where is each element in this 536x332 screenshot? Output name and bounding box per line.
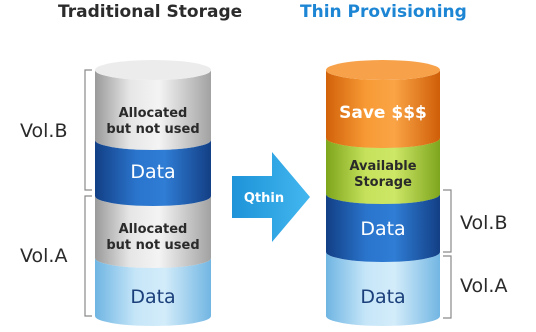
thin-vol-b-label: Vol.B bbox=[460, 212, 508, 234]
thin-vol-a-label: Vol.A bbox=[460, 275, 507, 297]
thin-vol-a-bracket bbox=[443, 255, 452, 319]
traditional-vol-a-bracket bbox=[84, 195, 92, 317]
traditional-data-label-b: Data bbox=[130, 161, 175, 183]
traditional-unused-label-b-line: Allocated bbox=[119, 106, 188, 121]
traditional-data-label-a: Data bbox=[130, 286, 175, 308]
traditional-vol-b-bracket bbox=[84, 69, 92, 191]
thin-save-label: Save $$$ bbox=[339, 103, 427, 123]
traditional-unused-label-a-line: Allocated bbox=[119, 222, 188, 237]
thin-available-label-line: Storage bbox=[354, 175, 412, 190]
qthin-arrow: Qthin bbox=[232, 152, 310, 242]
traditional-vol-b-label: Vol.B bbox=[20, 120, 68, 142]
thin-provisioning-heading: Thin Provisioning bbox=[300, 2, 467, 22]
traditional-unused-label-b-line: but not used bbox=[106, 122, 199, 137]
thin-available-label-line: Available bbox=[349, 159, 416, 174]
traditional-vol-a-label: Vol.A bbox=[20, 245, 67, 267]
traditional-storage-heading: Traditional Storage bbox=[58, 2, 243, 22]
thin-vol-b-bracket bbox=[443, 189, 452, 253]
thin-data-label-b: Data bbox=[360, 218, 405, 240]
qthin-arrow-label: Qthin bbox=[244, 191, 284, 206]
thin-data-label-a: Data bbox=[360, 286, 405, 308]
traditional-unused-label-a-line: but not used bbox=[106, 238, 199, 253]
thin-save-segment bbox=[326, 60, 440, 148]
traditional-unused-segment-b bbox=[95, 60, 211, 150]
